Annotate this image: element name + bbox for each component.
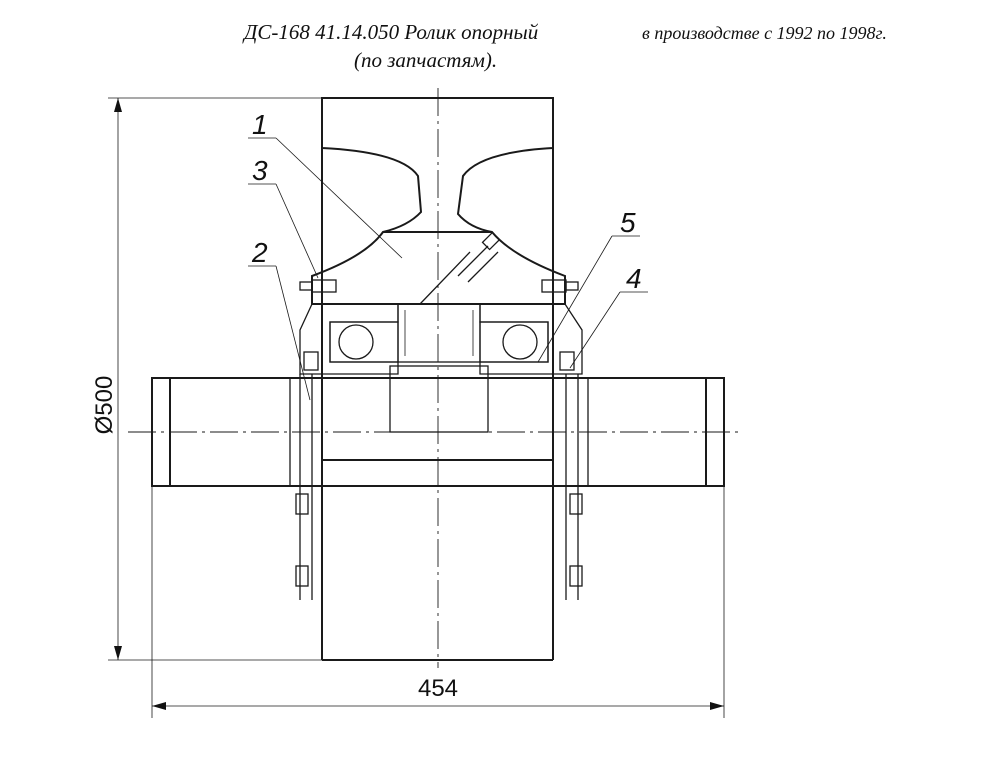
callout-2: 2 bbox=[248, 237, 311, 401]
drawing-title: ДС-168 41.14.050 Ролик опорный bbox=[244, 20, 539, 44]
wheel-hub bbox=[311, 231, 566, 305]
height-dimension: Ø500 bbox=[91, 97, 322, 661]
callout-4: 4 bbox=[569, 263, 648, 369]
rail-section bbox=[321, 97, 554, 233]
callout-2-label: 2 bbox=[251, 237, 268, 268]
callout-4-label: 4 bbox=[626, 263, 642, 294]
width-dimension-label: 454 bbox=[418, 675, 458, 702]
callout-1: 1 bbox=[248, 109, 403, 259]
production-period-note: в производстве с 1992 по 1998г. bbox=[642, 23, 887, 43]
callout-3: 3 bbox=[248, 155, 319, 279]
bearing-housing bbox=[299, 279, 583, 375]
height-dimension-label: Ø500 bbox=[91, 376, 118, 435]
callout-5-label: 5 bbox=[620, 207, 636, 238]
drawing-subtitle: (по запчастям). bbox=[354, 48, 498, 72]
callout-5: 5 bbox=[537, 207, 640, 363]
width-dimension: 454 bbox=[151, 486, 725, 718]
callout-3-label: 3 bbox=[252, 155, 268, 186]
callout-1-label: 1 bbox=[252, 109, 268, 140]
